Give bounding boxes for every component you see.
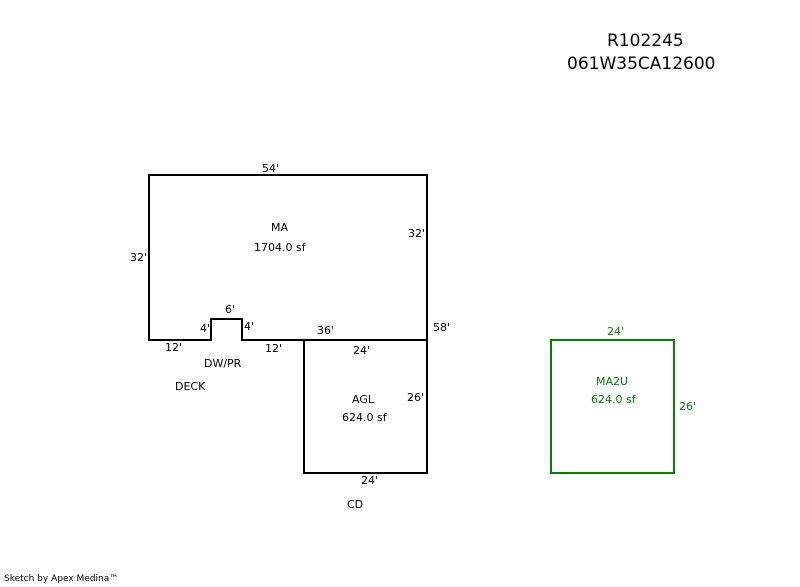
dim-ma-bottom-left: 12' (165, 341, 182, 354)
ma2u-outline (550, 339, 675, 474)
parcel-id: R102245 (607, 31, 684, 51)
dim-right-total: 58' (433, 321, 450, 334)
dim-agl-right: 26' (407, 391, 424, 404)
dim-ma-right: 32' (408, 227, 425, 240)
agl-outline (303, 340, 428, 474)
dim-notch-top: 6' (225, 303, 235, 316)
dim-ma2u-right: 26' (679, 400, 696, 413)
ma-name: MA (271, 221, 288, 234)
deck-label: DECK (175, 380, 206, 393)
dim-ma-bottom-right: 36' (317, 324, 334, 337)
dim-notch-right: 4' (244, 320, 254, 333)
dim-ma-bottom-mid: 12' (265, 342, 282, 355)
ma2u-area: 624.0 sf (591, 393, 637, 406)
dim-agl-top: 24' (353, 344, 370, 357)
dwpr-label: DW/PR (204, 357, 242, 370)
dim-agl-bottom: 24' (361, 474, 378, 487)
map-number: 061W35CA12600 (567, 54, 716, 74)
dim-ma-left: 32' (130, 251, 147, 264)
footer-credit: Sketch by Apex Medina™ (4, 574, 119, 584)
ma2u-name: MA2U (596, 375, 628, 388)
ma-outline (148, 174, 428, 341)
dim-ma-top: 54' (262, 162, 279, 175)
agl-area: 624.0 sf (342, 411, 388, 424)
dim-ma2u-top: 24' (607, 325, 624, 338)
dim-notch-left: 4' (200, 322, 210, 335)
agl-name: AGL (352, 393, 375, 406)
cd-label: CD (347, 498, 363, 511)
ma-area: 1704.0 sf (254, 241, 307, 254)
